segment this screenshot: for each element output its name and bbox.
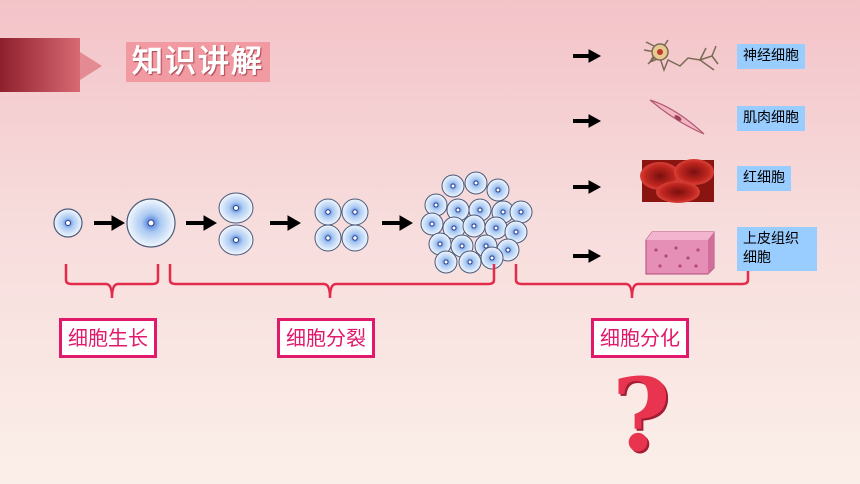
cluster-cell-nucleus	[443, 259, 449, 265]
four-cells	[314, 198, 369, 252]
red-blood-cell-icon	[640, 159, 714, 203]
cell-label-red-blood: 红细胞	[737, 166, 791, 191]
brace-division	[168, 264, 496, 299]
cell-label-muscle: 肌肉细胞	[737, 106, 805, 131]
label-cell-division: 细胞分裂	[277, 318, 375, 358]
label-cell-differentiation: 细胞分化	[591, 318, 689, 358]
neuron-icon	[643, 39, 719, 73]
cluster-cell-nucleus	[433, 202, 439, 208]
question-mark: ?	[612, 356, 671, 474]
cluster-cell-nucleus	[467, 259, 473, 265]
epithelial-tissue-icon	[645, 231, 715, 275]
cluster-cell-nucleus	[500, 209, 506, 215]
muscle-cell-icon	[649, 99, 705, 135]
cluster-cell-nucleus	[450, 183, 456, 189]
cluster-cell-nucleus	[471, 223, 477, 229]
label-cell-growth: 细胞生长	[59, 318, 157, 358]
cluster-cell-nucleus	[489, 255, 495, 261]
cluster-cell-nucleus	[477, 207, 483, 213]
cluster-cell-nucleus	[429, 221, 435, 227]
cluster-cell-nucleus	[495, 187, 501, 193]
cluster-cell-nucleus	[505, 247, 511, 253]
cluster-cell-nucleus	[473, 180, 479, 186]
stage-arrows	[94, 215, 413, 231]
differentiation-arrows	[573, 49, 602, 263]
brace-differentiation	[514, 264, 750, 299]
cluster-cell-nucleus	[451, 225, 457, 231]
two-cells	[218, 192, 254, 256]
cluster-cell-nucleus	[483, 243, 489, 249]
cluster-cell-nucleus	[459, 243, 465, 249]
cell-label-neuron: 神经细胞	[737, 44, 805, 69]
cluster-cell-nucleus	[513, 229, 519, 235]
brace-growth	[64, 264, 160, 299]
title-banner	[0, 38, 80, 92]
cell-label-epithelial: 上皮组织细胞	[737, 227, 817, 271]
grown-cell	[126, 198, 176, 248]
cluster-cell-nucleus	[455, 207, 461, 213]
banner-arrow-icon	[80, 52, 102, 80]
cluster-cell-nucleus	[518, 209, 524, 215]
cluster-cell-nucleus	[437, 241, 443, 247]
cluster-cell-nucleus	[493, 225, 499, 231]
page-title: 知识讲解	[126, 42, 270, 82]
small-cell	[53, 208, 83, 238]
cell-cluster	[420, 171, 533, 274]
